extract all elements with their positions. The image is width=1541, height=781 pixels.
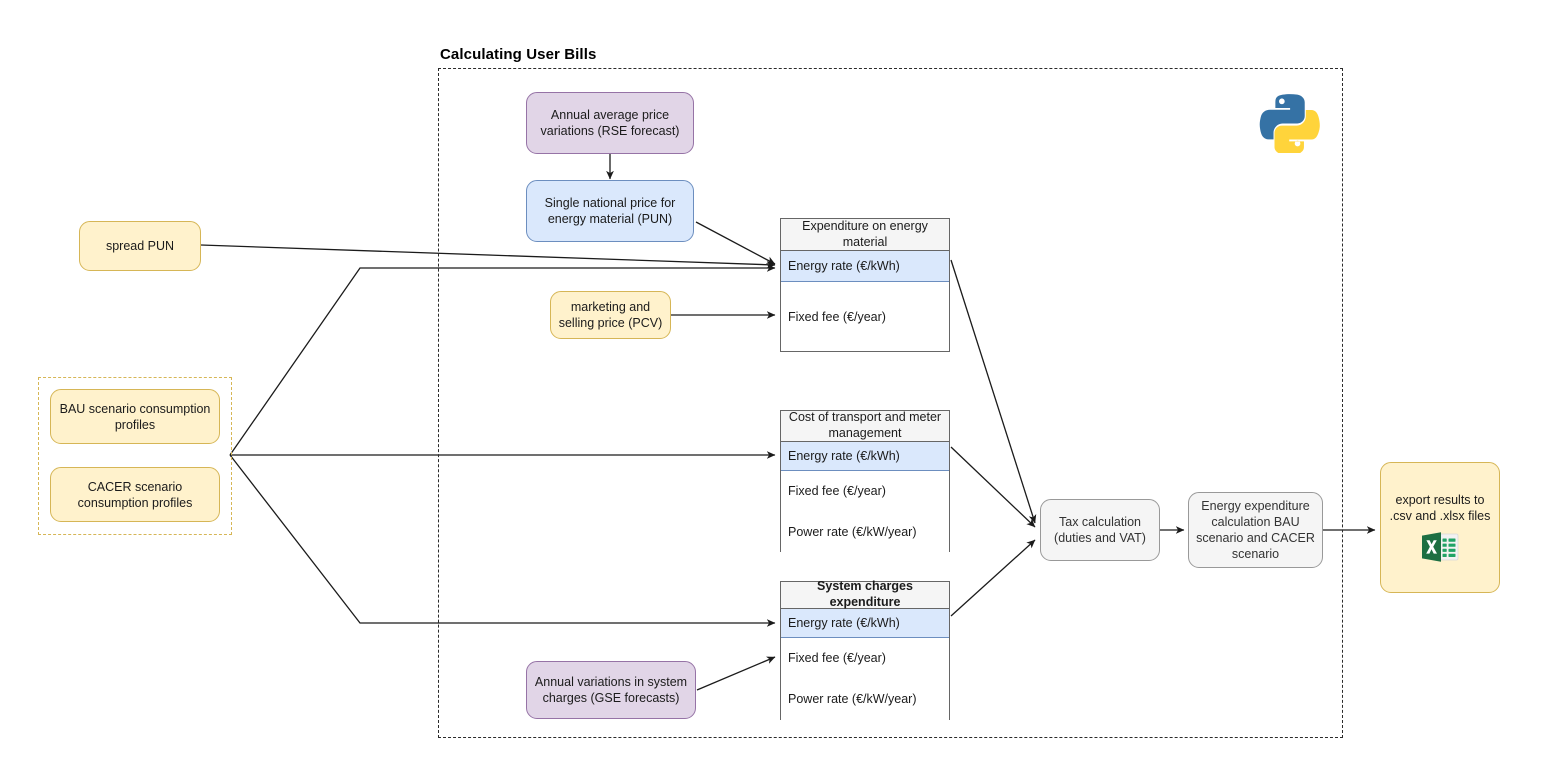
table-row[interactable]: Fixed fee (€/year) [781,282,949,351]
node-cacer-profiles[interactable]: CACER scenario consumption profiles [50,467,220,522]
node-pcv[interactable]: marketing and selling price (PCV) [550,291,671,339]
table-cost-transport-meter: Cost of transport and meter management E… [780,410,950,552]
table-row[interactable]: Energy rate (€/kWh) [781,442,949,471]
excel-logo [1421,530,1459,564]
node-energy-expenditure-calculation[interactable]: Energy expenditure calculation BAU scena… [1188,492,1323,568]
scenario-profiles-group [38,377,232,535]
node-pun[interactable]: Single national price for energy materia… [526,180,694,242]
calculating-user-bills-container [438,68,1343,738]
table-header: Cost of transport and meter management [781,410,949,442]
table-header: Expenditure on energy material [781,219,949,251]
table-row[interactable]: Fixed fee (€/year) [781,638,949,678]
table-row[interactable]: Fixed fee (€/year) [781,471,949,511]
table-row[interactable]: Energy rate (€/kWh) [781,251,949,282]
table-row[interactable]: Energy rate (€/kWh) [781,609,949,638]
table-header: System charges expenditure [781,579,949,609]
node-tax-calculation[interactable]: Tax calculation (duties and VAT) [1040,499,1160,561]
table-row[interactable]: Power rate (€/kW/year) [781,511,949,552]
node-bau-profiles[interactable]: BAU scenario consumption profiles [50,389,220,444]
table-system-charges: System charges expenditure Energy rate (… [780,579,950,720]
node-gse-forecast[interactable]: Annual variations in system charges (GSE… [526,661,696,719]
node-rse-forecast[interactable]: Annual average price variations (RSE for… [526,92,694,154]
table-row[interactable]: Power rate (€/kW/year) [781,678,949,720]
page-title: Calculating User Bills [440,46,597,63]
python-logo [1259,91,1321,156]
node-spread-pun[interactable]: spread PUN [79,221,201,271]
node-export-results[interactable]: export results to .csv and .xlsx files [1380,462,1500,593]
export-label: export results to .csv and .xlsx files [1389,492,1491,523]
table-expenditure-energy-material: Expenditure on energy material Energy ra… [780,218,950,352]
